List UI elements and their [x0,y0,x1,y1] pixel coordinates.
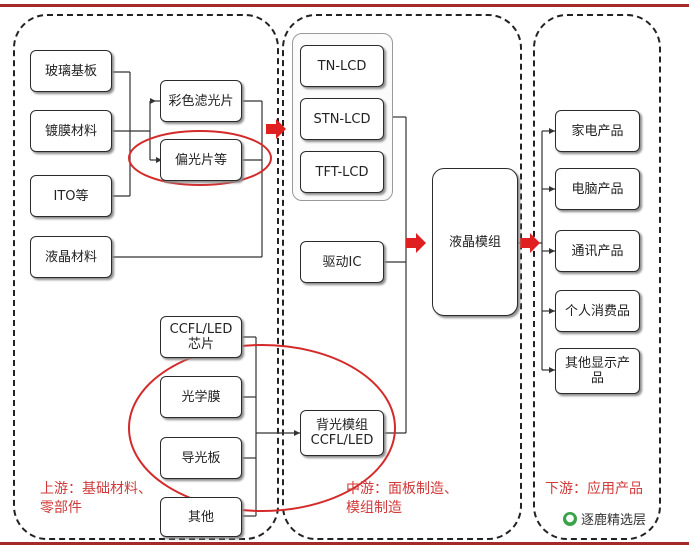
product-communication: 通讯产品 [555,230,640,272]
highlight-ellipse-backlight [128,344,396,512]
material-coating: 镀膜材料 [30,110,112,152]
midstream-label-line2: 模组制造 [346,500,402,516]
downstream-label: 下游：应用产品 [545,481,643,497]
lcd-type-tft: TFT-LCD [300,151,384,193]
downstream-section [533,14,661,540]
product-personal-consumer: 个人消费品 [555,290,640,332]
upstream-label: 上游：基础材料、 零部件 [40,480,152,518]
arrow-midstream-to-downstream [520,233,540,253]
watermark-text: 逐鹿精选层 [581,513,647,528]
flow-arrows [266,119,540,253]
backlight-module-line1: 背光模组 [315,418,368,433]
arrow-to-lcd-module [406,233,426,253]
backlight-part-ccfl-led-chip: CCFL/LED芯片 [160,316,242,358]
upstream-label-line1: 上游：基础材料、 [40,481,152,497]
product-other-display: 其他显示产品 [555,348,640,394]
arrow-upstream-to-midstream [266,119,286,139]
backlight-part-other: 其他 [160,497,242,537]
midstream-label: 中游：面板制造、 模组制造 [346,480,458,518]
component-polarizer: 偏光片等 [160,139,242,181]
wechat-icon: ● [563,511,577,526]
component-color-filter: 彩色滤光片 [160,80,242,122]
material-ito: ITO等 [30,175,112,217]
upstream-section [13,14,279,540]
backlight-part-optical-film: 光学膜 [160,376,242,418]
watermark: ● 逐鹿精选层 [560,508,650,529]
bottom-rule [0,542,689,545]
product-computer: 电脑产品 [555,168,640,210]
product-home-appliance: 家电产品 [555,110,640,152]
lcd-type-stn: STN-LCD [300,98,384,140]
midstream-section [282,14,522,540]
driver-ic: 驱动IC [300,241,384,283]
backlight-module-line2: CCFL/LED [310,433,374,448]
top-rule [0,4,689,7]
midstream-label-line1: 中游：面板制造、 [346,481,458,497]
material-liquid-crystal: 液晶材料 [30,236,112,278]
backlight-part-light-guide: 导光板 [160,437,242,479]
highlight-ellipse-polarizer [128,130,272,186]
lcd-module: 液晶模组 [432,168,518,316]
lcd-type-tn: TN-LCD [300,45,384,87]
backlight-module: 背光模组 CCFL/LED [300,410,384,456]
upstream-label-line2: 零部件 [40,500,82,516]
material-glass-substrate: 玻璃基板 [30,50,112,92]
